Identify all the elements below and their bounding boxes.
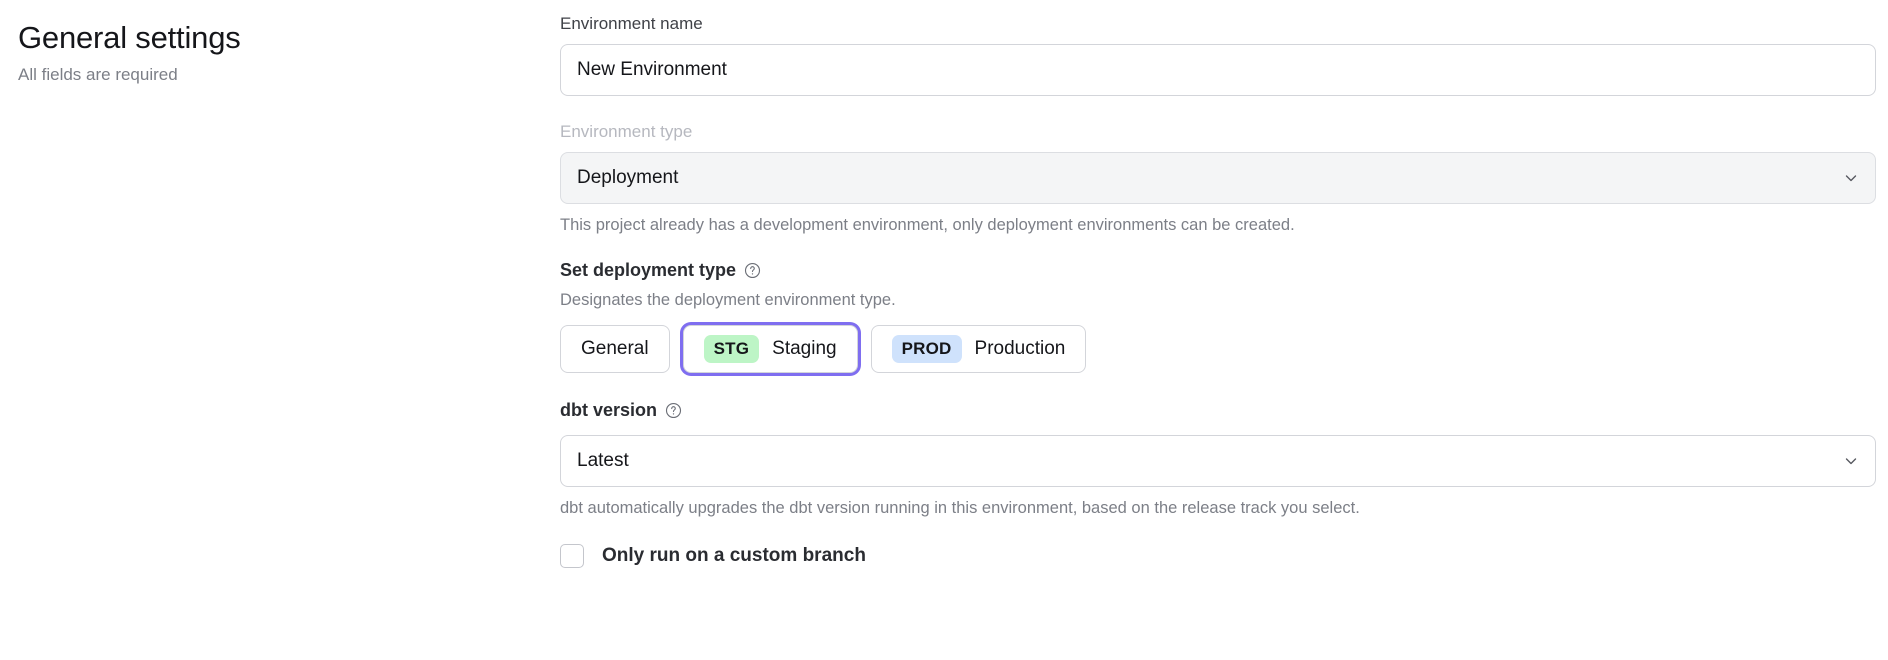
deployment-type-heading: Set deployment type bbox=[560, 257, 1876, 283]
deployment-type-section: Set deployment type Designates the deplo… bbox=[560, 257, 1876, 373]
settings-form: Environment name New Environment Environ… bbox=[560, 12, 1876, 568]
environment-name-input[interactable]: New Environment bbox=[560, 44, 1876, 96]
help-circle-icon[interactable] bbox=[744, 262, 761, 279]
chevron-down-icon bbox=[1843, 453, 1859, 469]
custom-branch-checkbox[interactable] bbox=[560, 544, 584, 568]
environment-name-field-group: Environment name New Environment bbox=[560, 12, 1876, 96]
deployment-type-option-staging[interactable]: STG Staging bbox=[682, 325, 858, 373]
deployment-type-heading-label: Set deployment type bbox=[560, 260, 737, 280]
page-title: General settings bbox=[18, 20, 241, 55]
environment-type-select[interactable]: Deployment bbox=[560, 152, 1876, 204]
custom-branch-label[interactable]: Only run on a custom branch bbox=[602, 545, 866, 566]
deployment-type-option-general-label: General bbox=[581, 338, 649, 359]
deployment-type-option-production[interactable]: PROD Production bbox=[870, 325, 1087, 373]
environment-name-label: Environment name bbox=[560, 14, 703, 33]
staging-badge: STG bbox=[703, 335, 760, 363]
dbt-version-heading: dbt version bbox=[560, 397, 1876, 423]
environment-type-label: Environment type bbox=[560, 122, 693, 141]
deployment-type-option-general[interactable]: General bbox=[560, 325, 670, 373]
chevron-down-icon bbox=[1843, 170, 1859, 186]
deployment-type-option-staging-label: Staging bbox=[772, 338, 837, 359]
help-circle-icon[interactable] bbox=[665, 402, 682, 419]
dbt-version-section: dbt version Latest bbox=[560, 397, 1876, 520]
page-subtitle: All fields are required bbox=[18, 65, 178, 84]
custom-branch-row: Only run on a custom branch bbox=[560, 544, 1876, 568]
deployment-type-button-group: General STG Staging PROD Production bbox=[560, 325, 1876, 373]
deployment-type-description: Designates the deployment environment ty… bbox=[560, 291, 896, 309]
environment-type-help-text: This project already has a development e… bbox=[560, 216, 1295, 234]
dbt-version-help-text: dbt automatically upgrades the dbt versi… bbox=[560, 499, 1360, 517]
dbt-version-select[interactable]: Latest bbox=[560, 435, 1876, 487]
dbt-version-value: Latest bbox=[577, 450, 629, 471]
environment-type-field-group: Environment type Deployment This project… bbox=[560, 120, 1876, 237]
settings-intro: General settings All fields are required bbox=[18, 18, 518, 87]
dbt-version-heading-label: dbt version bbox=[560, 400, 658, 420]
environment-type-value: Deployment bbox=[577, 167, 679, 188]
environment-name-value: New Environment bbox=[577, 59, 727, 80]
deployment-type-option-production-label: Production bbox=[974, 338, 1066, 359]
production-badge: PROD bbox=[891, 335, 962, 363]
